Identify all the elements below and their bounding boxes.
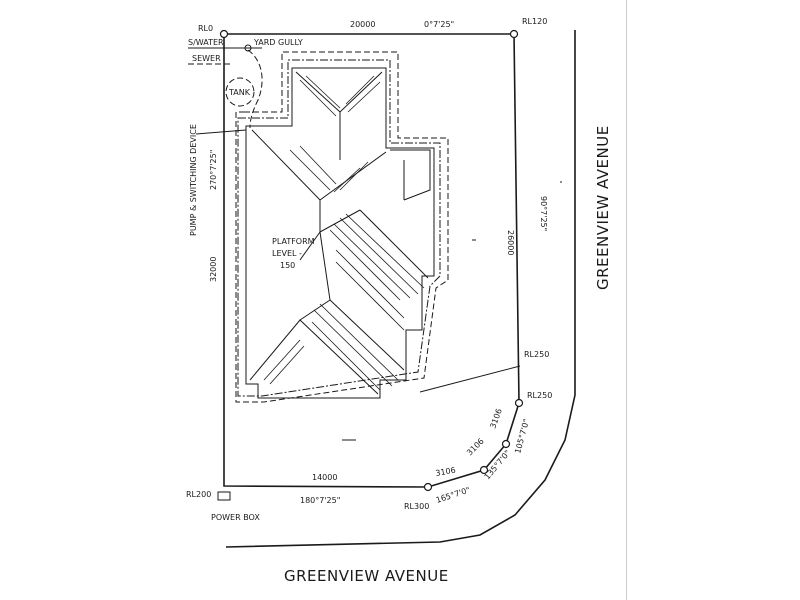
- dim-seg3-bearing: 105°7'0": [513, 418, 531, 454]
- stormwater-pipe: [247, 49, 263, 129]
- property-boundary: [223, 33, 520, 488]
- label-sewer: SEWER: [192, 54, 221, 63]
- label-power-box: POWER BOX: [211, 513, 260, 522]
- dim-bottom-bearing: 180°7'25": [300, 496, 340, 505]
- peg-rl250: [514, 398, 524, 408]
- peg-rl120: [509, 29, 519, 39]
- label-rl200: RL200: [186, 490, 211, 499]
- platform-label-line2: LEVEL -: [272, 249, 302, 258]
- dim-right-length: 26000: [506, 230, 515, 255]
- peg-corner-3: [479, 465, 489, 475]
- peg-corner-2: [501, 439, 511, 449]
- street-label-east: GREENVIEW AVENUE: [594, 125, 612, 290]
- dim-left-bearing: 270°7'25": [209, 150, 218, 190]
- dim-seg1-length: 3106: [435, 466, 457, 478]
- dim-seg1-bearing: 165°7'0": [435, 485, 471, 504]
- platform-outline: [235, 51, 449, 403]
- platform-label-line3: 150: [280, 261, 295, 270]
- pump-leader: [195, 129, 247, 135]
- label-rl300: RL300: [404, 502, 429, 511]
- dim-top-bearing: 0°7'25": [424, 20, 454, 29]
- label-rl120: RL120: [522, 17, 547, 26]
- roof-hatching: [263, 75, 425, 391]
- label-yard-gully: YARD GULLY: [253, 38, 303, 47]
- kerb-east: [225, 30, 576, 548]
- label-rl0: RL0: [198, 24, 213, 33]
- dim-top-length: 20000: [350, 20, 375, 29]
- dim-left-length: 32000: [209, 257, 218, 282]
- house-footprint: [245, 67, 435, 399]
- dim-seg3-length: 3106: [488, 407, 503, 429]
- street-label-south: GREENVIEW AVENUE: [284, 567, 449, 585]
- power-box-symbol: [217, 491, 231, 501]
- label-rl250-a: RL250: [524, 350, 549, 359]
- platform-label-line1: PLATFORM: [272, 237, 315, 246]
- yard-gully-pit: [244, 44, 252, 52]
- label-rl250-b: RL250: [527, 391, 552, 400]
- dim-right-bearing: 90°7'25": [539, 196, 548, 231]
- batter-outline: [237, 59, 441, 397]
- peg-rl300: [423, 482, 433, 492]
- page-edge-line: [626, 0, 627, 600]
- label-pump: PUMP & SWITCHING DEVICE: [189, 124, 198, 236]
- roof-lines: [249, 71, 431, 395]
- dim-bottom-length: 14000: [312, 473, 337, 482]
- tank-circle: [225, 77, 255, 107]
- peg-rl0: [219, 29, 229, 39]
- label-stormwater: S/WATER: [188, 38, 224, 47]
- dim-seg2-length: 3106: [465, 437, 486, 458]
- label-tank: TANK: [228, 88, 251, 97]
- fall-line: [419, 365, 521, 393]
